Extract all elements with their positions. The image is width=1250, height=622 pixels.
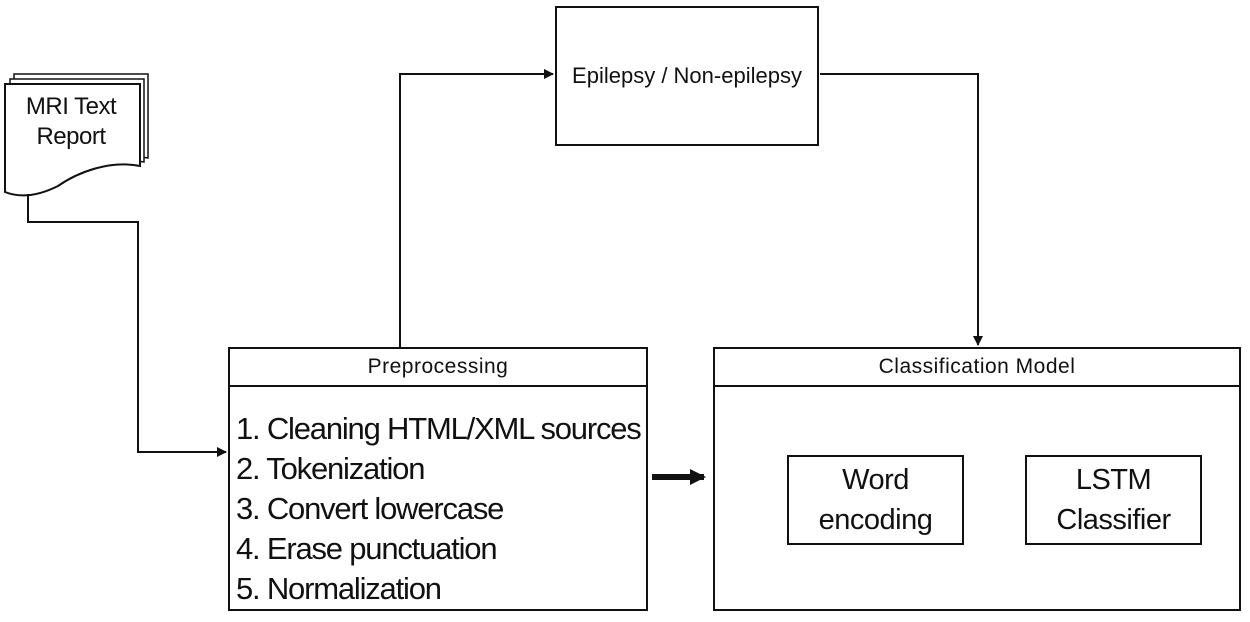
classification-title: Classification Model: [715, 349, 1239, 387]
word-encoding-label: Word encoding: [818, 464, 933, 536]
arrow-report-to-preprocessing: [27, 194, 227, 457]
list-item: 3. Convert lowercase: [236, 491, 504, 526]
preprocessing-title: Preprocessing: [230, 349, 646, 387]
list-item: 1. Cleaning HTML/XML sources: [236, 411, 642, 446]
arrow-decision-to-classification: [820, 73, 983, 346]
list-item: 2. Tokenization: [236, 451, 425, 486]
preprocessing-box: Preprocessing 1. Cleaning HTML/XML sourc…: [228, 347, 648, 611]
report-label: MRI Text Report: [25, 93, 117, 150]
lstm-classifier-box: LSTM Classifier: [1025, 455, 1202, 545]
document-stack-icon: [4, 73, 149, 197]
word-encoding-box: Word encoding: [787, 455, 964, 545]
preprocessing-steps: 1. Cleaning HTML/XML sources 2. Tokeniza…: [236, 409, 642, 609]
arrow-preprocessing-to-decision: [399, 69, 554, 347]
list-item: 4. Erase punctuation: [236, 531, 498, 566]
lstm-classifier-label: LSTM Classifier: [1056, 464, 1171, 536]
list-item: 5. Normalization: [236, 571, 442, 606]
decision-label: Epilepsy / Non-epilepsy: [572, 63, 802, 88]
decision-box: Epilepsy / Non-epilepsy: [555, 6, 819, 146]
